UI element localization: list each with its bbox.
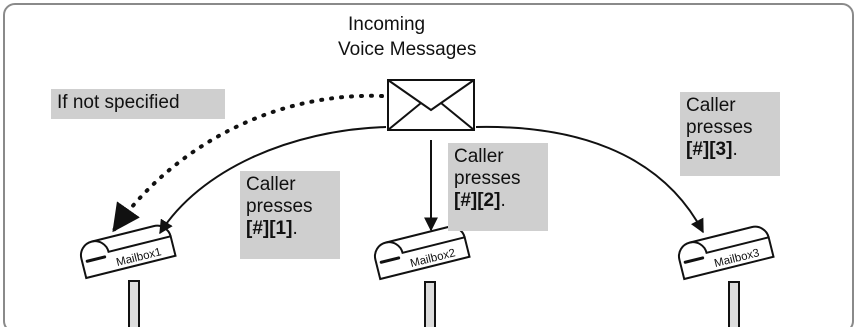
- dotted-route-arrow: [112, 93, 384, 233]
- route-3-period: .: [732, 139, 738, 160]
- route-label-3: Caller presses [#][3].: [680, 92, 780, 176]
- incoming-voice-messages-title: Incoming Voice Messages: [338, 12, 538, 62]
- route-3-line-1: Caller: [686, 95, 736, 116]
- route-1-period: .: [292, 218, 298, 239]
- route-label-1: Caller presses [#][1].: [240, 171, 340, 259]
- envelope-icon: [387, 79, 475, 131]
- rounded-frame: [3, 3, 854, 327]
- route-1-keys: [#][1]: [246, 218, 293, 239]
- route-3-line-3: [#][3].: [686, 139, 774, 161]
- route-label-2: Caller presses [#][2].: [448, 143, 548, 231]
- mailbox-post-2: [424, 281, 436, 327]
- route-2-line-1: Caller: [454, 146, 504, 167]
- incoming-line-1: Incoming: [348, 14, 426, 35]
- route-2-line-2: presses: [454, 168, 521, 189]
- route-1-line-3: [#][1].: [246, 218, 334, 240]
- incoming-line-2: Voice Messages: [338, 39, 477, 60]
- route-1-line-2: presses: [246, 196, 313, 217]
- mailbox-icon-3: Mailbox3: [677, 225, 775, 281]
- route-2-keys: [#][2]: [454, 190, 501, 211]
- route-2-line-3: [#][2].: [454, 190, 542, 212]
- route-arrow-3: [475, 125, 704, 234]
- not-specified-label: If not specified: [51, 89, 225, 119]
- mailbox-post-1: [128, 280, 140, 327]
- route-3-keys: [#][3]: [686, 139, 733, 160]
- mailbox-post-3: [728, 281, 740, 327]
- route-3-line-2: presses: [686, 117, 753, 138]
- route-2-period: .: [500, 190, 506, 211]
- route-arrow-1: [159, 126, 387, 235]
- route-1-line-1: Caller: [246, 174, 296, 195]
- mailbox-icon-2: Mailbox2: [373, 225, 471, 281]
